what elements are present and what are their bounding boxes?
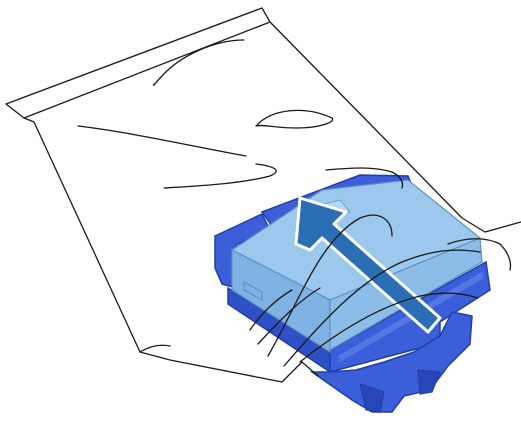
bag-wrinkle [164,164,276,188]
bag-corner-fold [140,345,170,352]
bag-seal-line [24,22,270,118]
bag-right-edge [485,222,521,232]
bag-bottom-edge [302,362,318,376]
bag-wrinkle [78,126,246,156]
bag-wrinkle [256,110,333,128]
